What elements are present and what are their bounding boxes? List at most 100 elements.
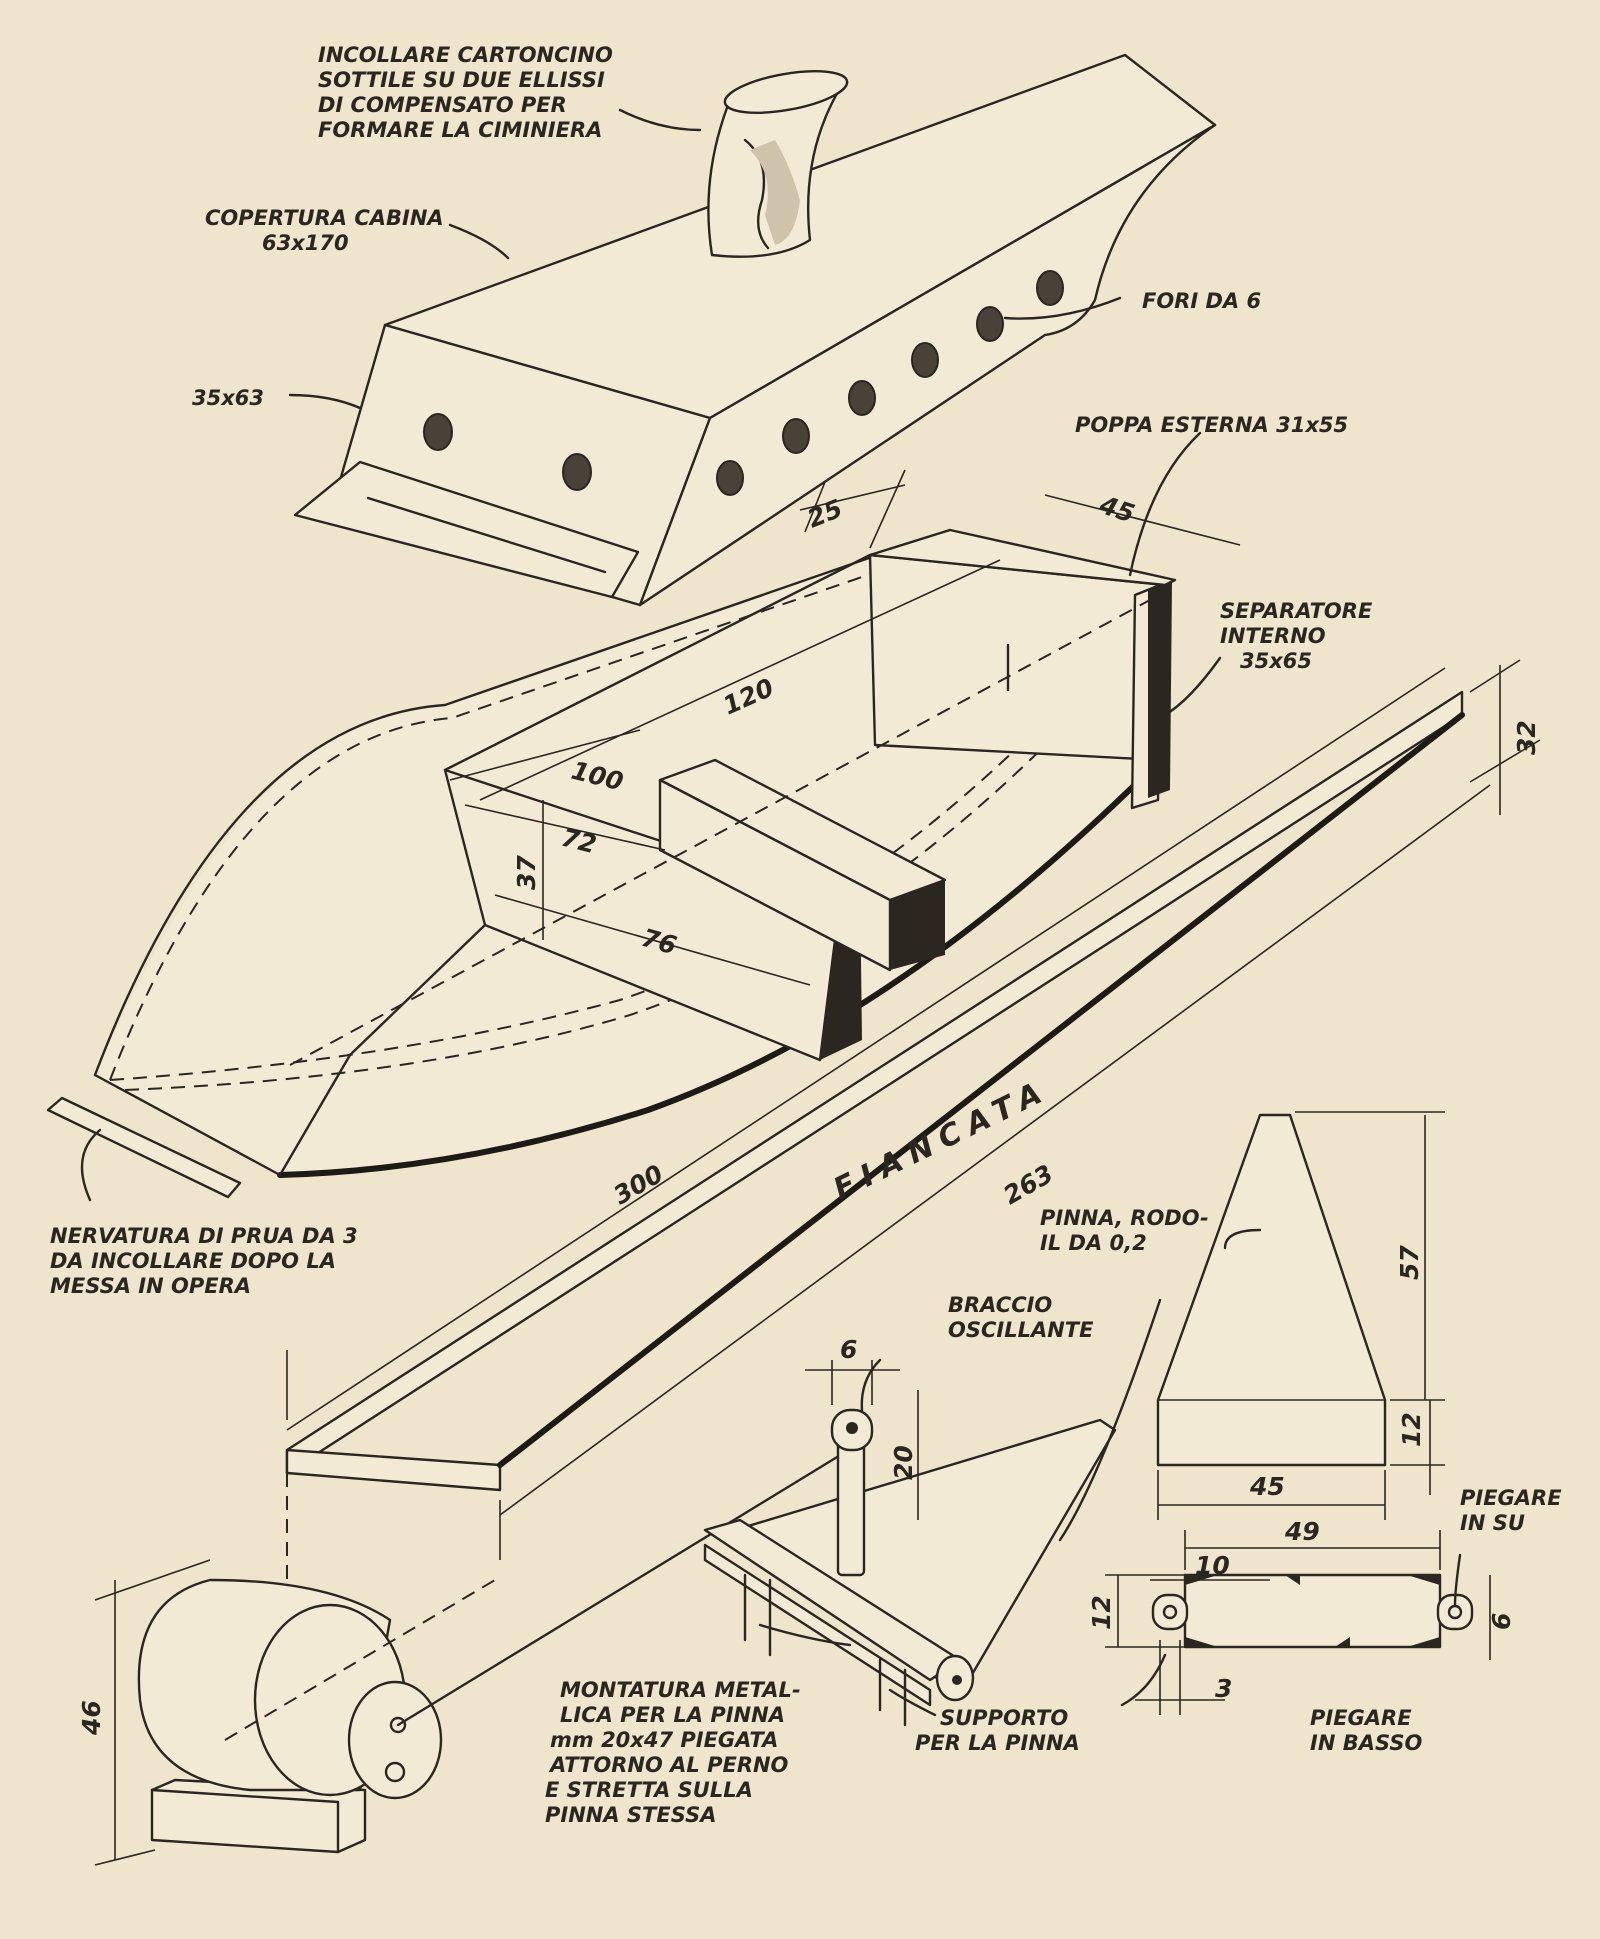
dim-263: 263 — [999, 1159, 1059, 1210]
label-supporto-1: SUPPORTO — [940, 1706, 1068, 1730]
label-supporto-2: PER LA PINNA — [915, 1731, 1080, 1755]
hull-gunwale-inner — [109, 544, 956, 1081]
funnel-chimney — [707, 70, 849, 258]
mount-pattern — [1105, 1530, 1491, 1715]
dim-3: 3 — [1215, 1674, 1232, 1703]
porthole — [562, 453, 592, 491]
bow-rib — [46, 1096, 242, 1199]
dim-49: 49 — [1284, 1517, 1320, 1546]
leader-arrows — [80, 108, 1462, 1717]
dim-46: 46 — [77, 1700, 106, 1736]
porthole — [1036, 270, 1064, 306]
label-nervatura-2: DA INCOLLARE DOPO LA — [50, 1249, 336, 1273]
label-nervatura-1: NERVATURA DI PRUA DA 3 — [50, 1224, 358, 1248]
rear-top-rim — [868, 528, 1177, 587]
label-montatura-4: ATTORNO AL PERNO — [548, 1753, 789, 1777]
dim-line-76 — [494, 894, 811, 986]
label-ciminiera-2: SOTTILE SU DUE ELLISSI — [318, 68, 605, 92]
dim-45-fin: 45 — [1249, 1472, 1285, 1501]
dim-20: 20 — [889, 1445, 918, 1480]
notch — [1285, 1575, 1300, 1585]
dim-57: 57 — [1395, 1245, 1424, 1280]
dim-line-120 — [479, 559, 1001, 801]
label-pinna-1: PINNA, RODO- — [1040, 1206, 1209, 1230]
ext-line — [94, 1559, 211, 1601]
ext-line — [94, 1849, 156, 1866]
leader-piegare-su — [1453, 1553, 1462, 1607]
label-montatura-1: MONTATURA METAL- — [560, 1678, 801, 1702]
dim-line-263 — [499, 784, 1491, 1516]
label-braccio-1: BRACCIO — [948, 1293, 1052, 1317]
ext-line — [1469, 659, 1521, 693]
label-montatura-3: mm 20x47 PIEGATA — [550, 1728, 778, 1752]
porthole — [423, 413, 453, 451]
fin-pattern — [1156, 1111, 1445, 1520]
label-piegare-basso-2: IN BASSO — [1310, 1731, 1422, 1755]
label-ciminiera-3: DI COMPENSATO PER — [318, 93, 567, 117]
mount-hole-right — [1447, 1604, 1463, 1620]
leader-supporto — [888, 1688, 937, 1717]
ext-line — [1469, 739, 1541, 783]
dim-12-left: 12 — [1087, 1595, 1116, 1630]
fin-mount-lower — [703, 1543, 932, 1707]
electric-motor — [94, 1559, 496, 1866]
side-panel-fiancata — [285, 659, 1541, 1730]
hull-gunwale-outer — [93, 528, 952, 1077]
dim-32: 32 — [1512, 720, 1541, 755]
wood-block-side — [658, 778, 892, 972]
leader-35x63 — [288, 393, 362, 410]
label-ciminiera-1: INCOLLARE CARTONCINO — [318, 43, 613, 67]
label-poppa: POPPA ESTERNA 31x55 — [1075, 413, 1348, 437]
hull-keel-edge — [277, 757, 1163, 1178]
separator-edge — [1148, 582, 1172, 798]
leader-braccio — [860, 1358, 882, 1412]
hull-bow-bottom — [93, 1073, 282, 1177]
label-braccio-2: OSCILLANTE — [948, 1318, 1094, 1342]
label-nervatura-3: MESSA IN OPERA — [50, 1274, 251, 1298]
funnel-top-ellipse — [723, 70, 849, 114]
leader-poppa — [1128, 431, 1202, 577]
bow-rib-strip — [46, 1096, 242, 1199]
leader-pinna — [1223, 1228, 1262, 1250]
motor-base — [150, 1778, 367, 1854]
mount-pattern-rect — [1183, 1573, 1442, 1649]
label-35x63: 35x63 — [192, 386, 264, 410]
dim-12: 12 — [1397, 1412, 1426, 1447]
notch — [1185, 1637, 1218, 1647]
label-piegare-su-2: IN SU — [1460, 1511, 1525, 1535]
notch — [1335, 1637, 1350, 1647]
motor-base-edge — [150, 1788, 340, 1804]
hull-rim-dashed — [109, 599, 1156, 1081]
fin-pattern-shape — [1156, 1113, 1387, 1467]
leader-cover — [448, 223, 510, 260]
hull-floor-line — [278, 923, 487, 1177]
porthole — [976, 306, 1004, 342]
leader-montatura — [758, 1623, 852, 1647]
label-ciminiera-4: FORMARE LA CIMINIERA — [318, 118, 602, 142]
motor-endcap — [347, 1680, 443, 1800]
dim-line-300 — [286, 667, 1446, 1431]
leader-separatore — [1163, 656, 1222, 717]
hull — [93, 528, 1177, 1178]
leader-nervatura — [80, 1128, 102, 1202]
side-panel-end — [285, 1448, 502, 1492]
ext-line — [869, 469, 906, 549]
label-montatura-5: E STRETTA SULLA — [545, 1778, 753, 1802]
mount-hole-left — [1162, 1604, 1178, 1620]
dim-25: 25 — [803, 494, 846, 534]
label-pinna-2: IL DA 0,2 — [1040, 1231, 1147, 1255]
hull-rim-dashed-2 — [124, 614, 1166, 1091]
hull-centerline — [289, 599, 1151, 1066]
dim-line-25 — [799, 484, 906, 511]
notch — [1407, 1637, 1440, 1647]
motor-shaft-hole — [384, 1761, 406, 1783]
dim-line-45 — [1044, 494, 1241, 546]
motor-dashed-axis — [224, 1579, 496, 1741]
leader-pinna-2 — [1058, 1298, 1162, 1542]
side-panel-edge — [497, 712, 1465, 1468]
label-copertura-2: 63x170 — [262, 231, 349, 255]
dim-45-top: 45 — [1095, 490, 1138, 529]
funnel-shading — [750, 140, 800, 245]
label-separatore-1: SEPARATORE — [1220, 599, 1373, 623]
